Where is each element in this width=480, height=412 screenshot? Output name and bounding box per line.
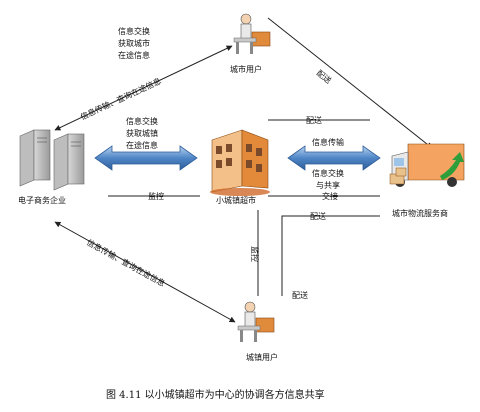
user-desk-icon <box>237 301 275 342</box>
user-desk-icon <box>233 13 271 54</box>
mid-note-2: 获取城镇 <box>126 128 158 138</box>
building-icon <box>210 129 270 196</box>
double-arrow-right <box>287 145 381 171</box>
top-note-1: 信息交换 <box>118 26 150 36</box>
top-note-3: 在途信息 <box>118 50 150 60</box>
node-town-user: 城镇用户 <box>246 352 278 362</box>
server-icon <box>19 129 85 191</box>
vertical-monitor-label: 监控 <box>250 246 260 262</box>
truck-icon <box>389 143 465 187</box>
exchange-label: 交接 <box>322 191 338 201</box>
node-city-user: 城市用户 <box>230 64 262 74</box>
diag-label-bottom-left: 信息传输、查询在途信息 <box>85 237 167 288</box>
diag-label-top-right: 配送 <box>315 68 334 86</box>
mid-note-3: 在途信息 <box>126 140 158 150</box>
peisong-bottom-label: 配送 <box>292 290 308 300</box>
node-logistics: 城市物流服务商 <box>392 208 448 218</box>
diag-arrow-enterprise-cityuser <box>54 45 233 131</box>
mid-note-1: 信息交换 <box>126 116 158 126</box>
node-enterprise: 电子商务企业 <box>18 195 66 205</box>
monitor-label: 监控 <box>148 191 164 201</box>
node-supermarket: 小城镇超市 <box>216 195 256 205</box>
diag-arrow-cityuser-logistics <box>267 17 433 149</box>
line-peisong-mid <box>281 215 380 296</box>
figure-caption: 图 4.11 以小城镇超市为中心的协调各方信息共享 <box>106 388 325 401</box>
diag-arrow-enterprise-townuser <box>54 221 236 323</box>
double-arrow-left <box>94 145 198 171</box>
info-transfer-label: 信息传输 <box>312 137 344 147</box>
peisong-mid-label: 配送 <box>310 211 326 221</box>
exchange-share-1: 信息交换 <box>312 168 344 178</box>
exchange-share-2: 与共享 <box>316 180 340 190</box>
peisong-top-label: 配送 <box>306 115 322 125</box>
top-note-2: 获取城市 <box>118 38 150 48</box>
diag-label-top-left: 信息传输、查询在途信息 <box>79 76 163 122</box>
